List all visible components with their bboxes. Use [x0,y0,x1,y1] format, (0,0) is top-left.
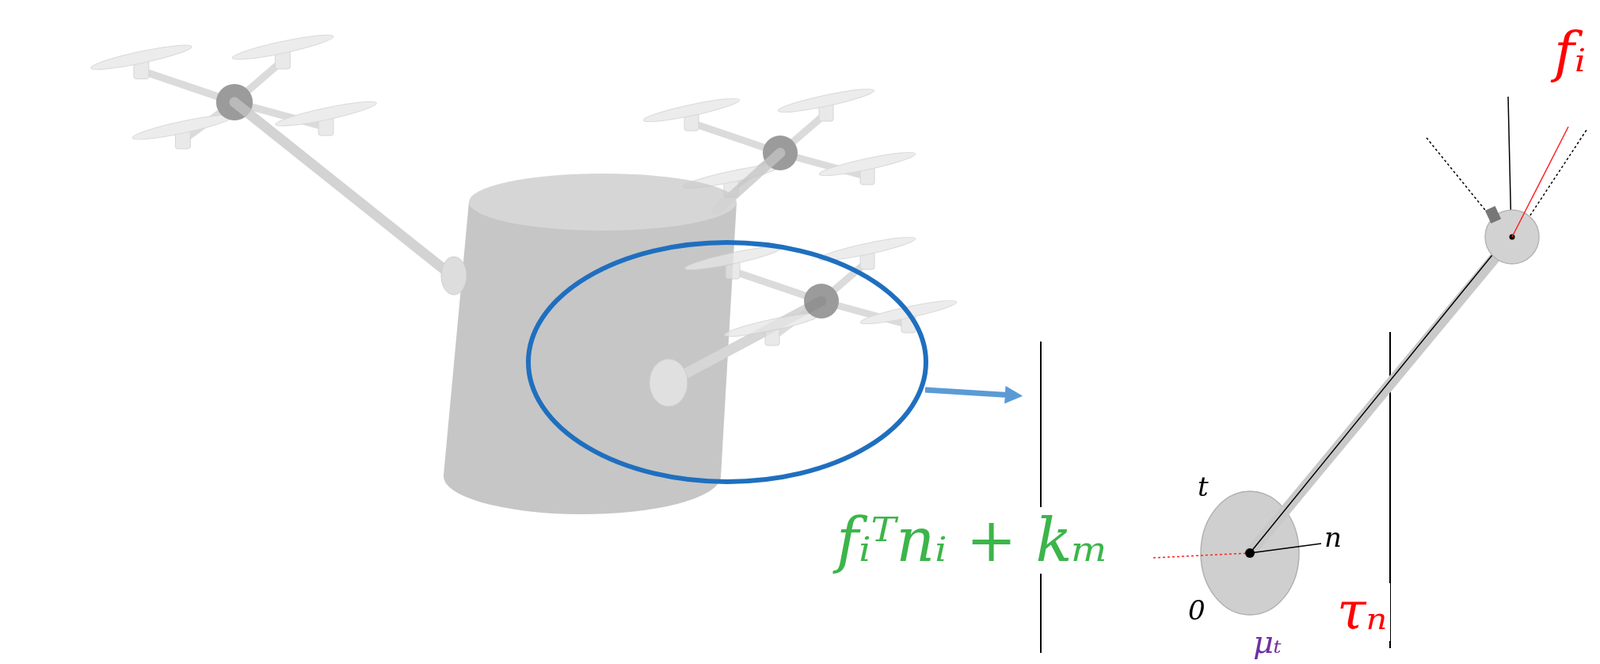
joint-disc [649,358,688,407]
propeller [683,242,782,274]
torque-label: τₙ [1333,582,1391,641]
cylinder-body [443,201,737,515]
axis-label: 0 [1188,595,1206,625]
normal-axis [1249,543,1322,553]
cylinder-top [468,173,737,231]
drone-rod [668,300,822,383]
quadrotor [89,30,378,149]
propeller [723,308,822,340]
propeller [818,148,917,180]
rod-axis [1249,234,1509,553]
friction-label: μₜ [1253,624,1282,660]
propeller [89,41,193,74]
highlight-ellipse [528,242,926,482]
drone-group [89,30,917,198]
drone-hub [803,283,839,319]
joint-disc [441,256,467,295]
pivot-mount [1485,205,1501,224]
joint-center [1245,548,1255,558]
propeller [231,30,335,64]
zoom-arrow [925,389,1014,396]
drone-rod [716,152,781,210]
propeller [777,84,876,116]
force-line [1512,126,1569,237]
force-label: fᵢ [1554,22,1586,84]
propeller [274,97,378,130]
propeller [131,110,235,144]
bracket-line [1040,341,1042,653]
axis-label: t [1197,472,1209,502]
payload-cylinder [234,102,822,515]
moment-line [1153,552,1250,558]
drone-rod [234,102,450,274]
moment-equation: fᵢᵀnᵢ + kₘ [833,506,1113,574]
axis-label: n [1324,522,1342,553]
propeller [642,94,741,126]
